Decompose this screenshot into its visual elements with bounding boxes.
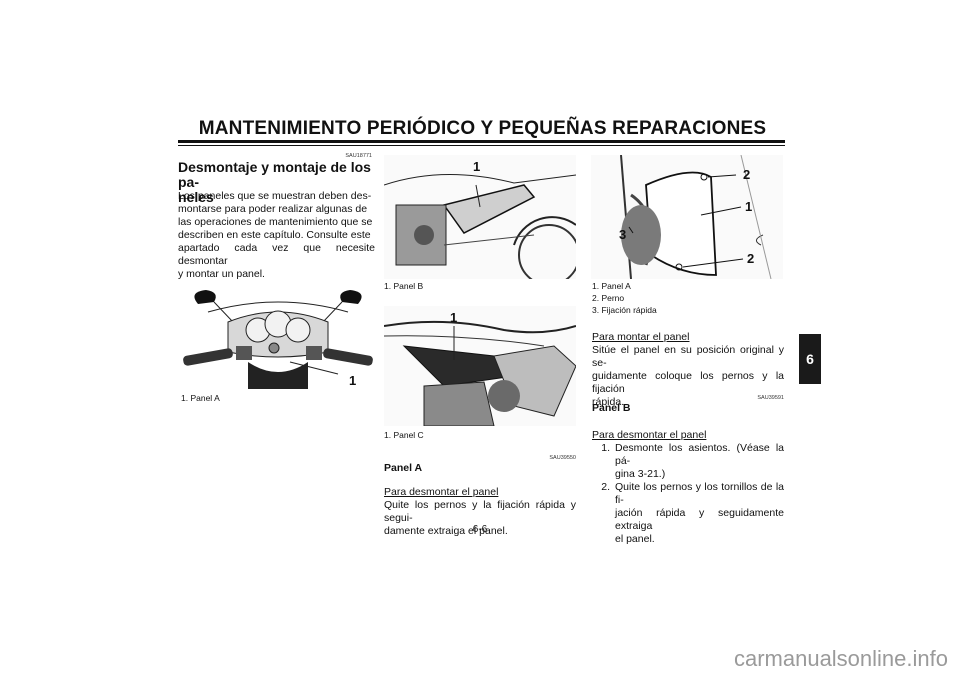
- callout-1: 1: [450, 310, 457, 325]
- figure-caption-b: 1. Panel B: [384, 281, 424, 291]
- section-heading-line1: Desmontaje y montaje de los pa-: [178, 159, 371, 190]
- reference-code: SAU39550: [549, 455, 576, 461]
- callout-2: 2: [747, 251, 754, 266]
- callout-1: 1: [473, 159, 480, 174]
- panel-b-heading: Panel B: [592, 402, 631, 414]
- callout-2: 2: [743, 167, 750, 182]
- section-heading: Desmontaje y montaje de los pa- neles: [178, 160, 378, 205]
- list-item: 1. Desmonte los asientos. (Véase la pá- …: [601, 442, 784, 480]
- subheading-install: Para montar el panel: [592, 331, 690, 343]
- page-title: MANTENIMIENTO PERIÓDICO Y PEQUEÑAS REPAR…: [198, 118, 767, 139]
- panel-a-install-text: Sitúe el panel en su posición original y…: [592, 344, 784, 408]
- panel-a-heading: Panel A: [384, 462, 423, 474]
- panel-a-closeup-illustration: 2 1 3 2: [591, 155, 783, 279]
- header-rule-thin: [178, 145, 785, 146]
- reference-code: SAU39591: [757, 395, 784, 401]
- intro-paragraph: Los paneles que se muestran deben des- m…: [178, 190, 375, 280]
- callout-1: 1: [349, 373, 356, 388]
- figure-captions: 1. Panel A 2. Perno 3. Fijación rápida: [592, 281, 657, 315]
- watermark: carmanualsonline.info: [733, 646, 948, 671]
- callout-3: 3: [619, 227, 626, 242]
- header-rule: [178, 140, 785, 143]
- panel-b-illustration: 1: [384, 155, 576, 279]
- page-number: 6-6: [472, 524, 488, 535]
- panel-a-remove-text: Quite los pernos y la fijación rápida y …: [384, 499, 576, 537]
- figure-caption-c: 1. Panel C: [384, 430, 424, 440]
- panel-c-illustration: 1: [384, 306, 576, 426]
- handlebar-illustration: 1: [183, 290, 373, 389]
- figure-caption: 1. Panel A: [181, 393, 220, 403]
- list-item: 2. Quite los pernos y los tornillos de l…: [601, 481, 784, 545]
- subheading-remove: Para desmontar el panel: [384, 486, 499, 498]
- subheading-remove-b: Para desmontar el panel: [592, 429, 707, 441]
- callout-1: 1: [745, 199, 752, 214]
- section-heading-line2: neles: [178, 189, 214, 205]
- reference-code: SAU18771: [345, 153, 372, 159]
- steps-list: 1. Desmonte los asientos. (Véase la pá- …: [592, 442, 784, 546]
- chapter-tab: 6: [799, 334, 821, 384]
